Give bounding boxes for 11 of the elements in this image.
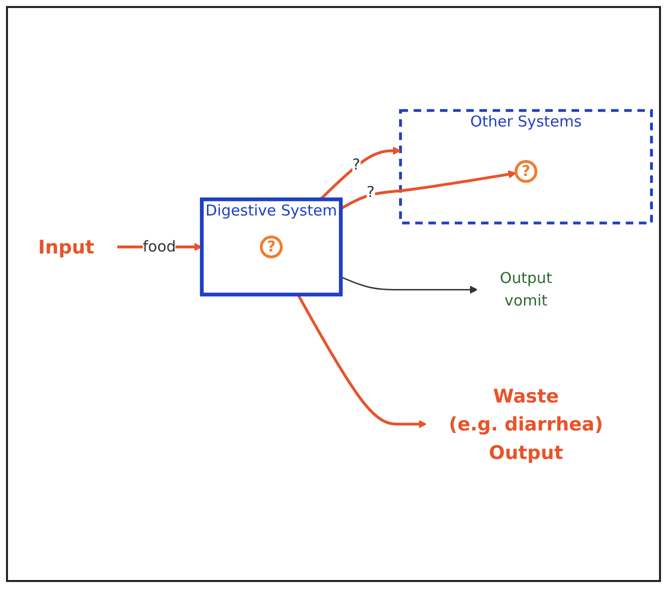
edge-label: ? [352,155,360,174]
edge-label: ? [366,182,375,200]
arrow [296,294,427,428]
node-text: Output vomit [500,268,552,310]
node-text: Input [38,236,94,258]
arrow [319,146,401,200]
arrow [340,276,478,294]
node-circle: ? [514,160,538,183]
edge-label: food [142,237,176,256]
node-circle: ? [260,235,283,258]
node-text: Waste (e.g. diarrhea) Output [448,384,604,464]
